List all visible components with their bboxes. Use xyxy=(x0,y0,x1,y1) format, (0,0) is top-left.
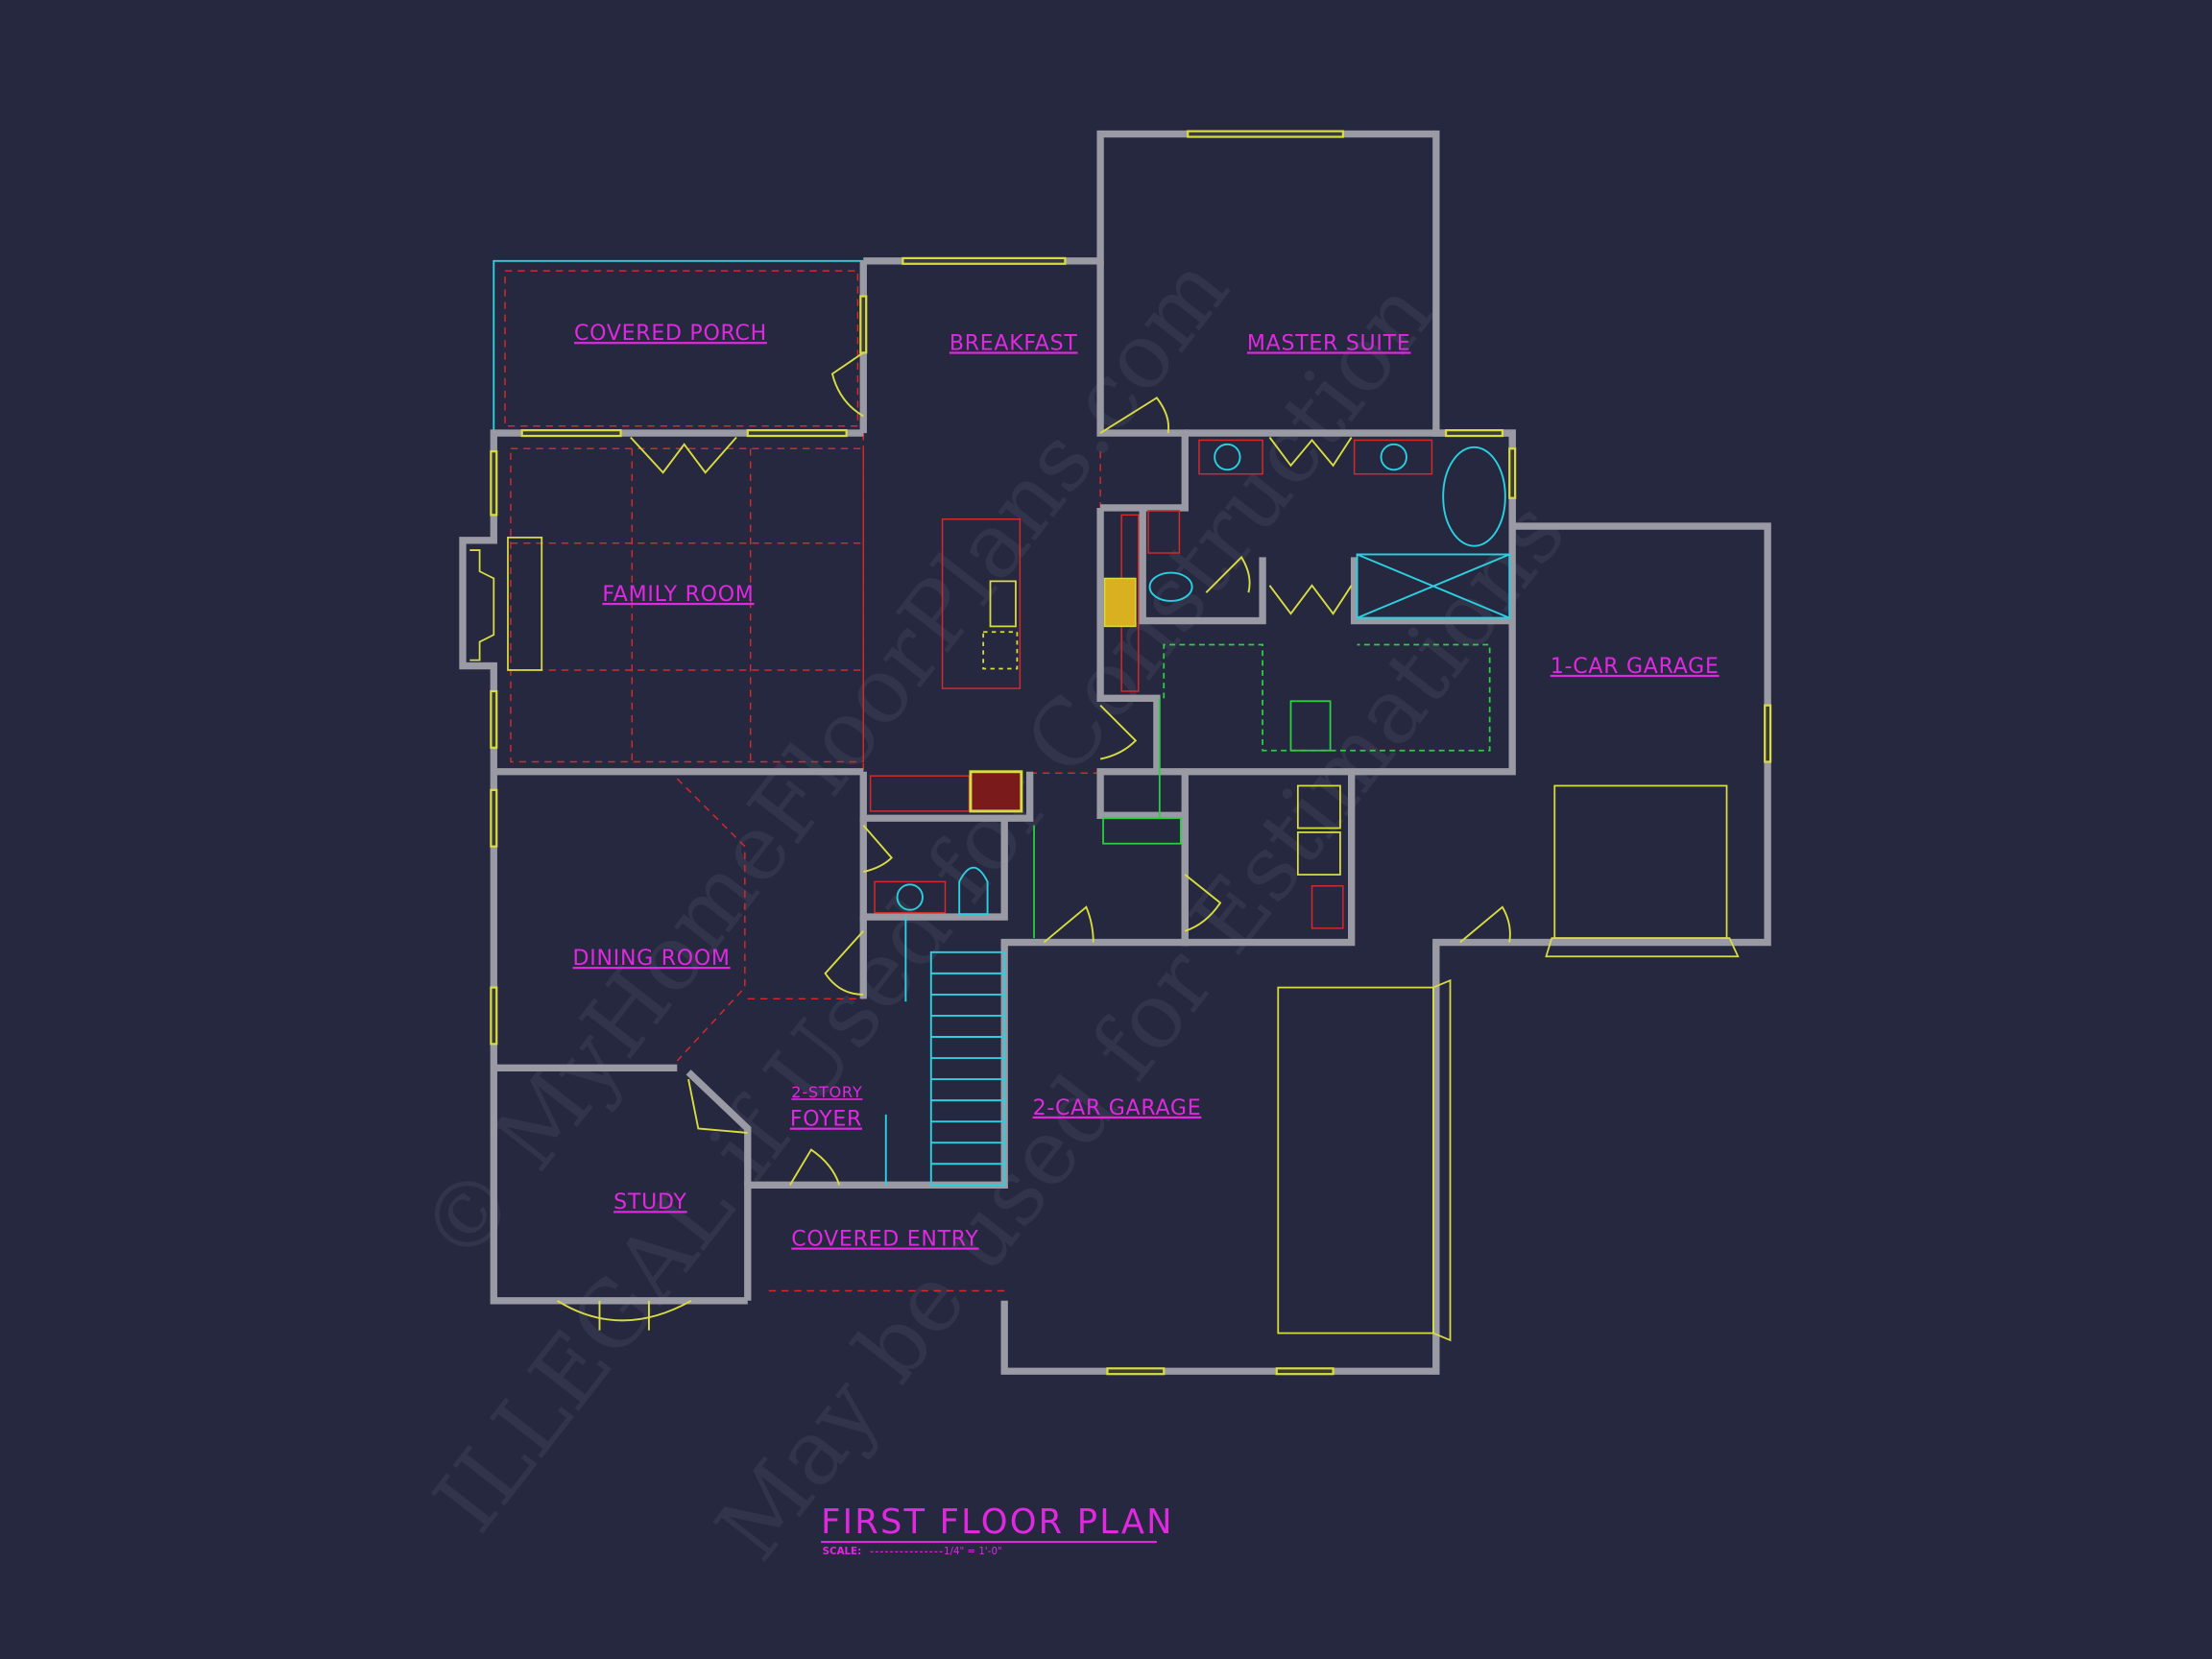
doors xyxy=(630,351,1511,1186)
label-family-room: FAMILY ROOM xyxy=(602,583,754,607)
label-covered-entry: COVERED ENTRY xyxy=(791,1227,978,1251)
staircase xyxy=(884,917,1006,1187)
label-covered-porch: COVERED PORCH xyxy=(574,322,767,346)
ceiling-lines xyxy=(504,268,1101,1292)
label-foyer: FOYER xyxy=(790,1108,862,1132)
walls xyxy=(459,130,1771,1375)
label-dining-room: DINING ROOM xyxy=(573,947,731,971)
plan-title-block: FIRST FLOOR PLAN SCALE: 1/4" = 1'-0" xyxy=(821,1503,1174,1557)
label-2-car-garage: 2-CAR GARAGE xyxy=(1033,1096,1202,1120)
label-1-car-garage: 1-CAR GARAGE xyxy=(1551,655,1719,679)
label-breakfast: BREAKFAST xyxy=(950,331,1078,355)
label-master-suite: MASTER SUITE xyxy=(1247,331,1411,355)
room-labels: COVERED PORCH BREAKFAST MASTER SUITE FAM… xyxy=(573,322,1719,1251)
windows xyxy=(490,130,1772,1376)
scale-value: 1/4" = 1'-0" xyxy=(944,1546,1002,1557)
label-study: STUDY xyxy=(613,1190,686,1214)
scale-label: SCALE: xyxy=(823,1546,862,1557)
watermark: © MyHomeFloorPlans.com ILLEGAL if Used f… xyxy=(400,238,1586,1580)
plan-title: FIRST FLOOR PLAN xyxy=(821,1503,1174,1542)
label-2-story: 2-STORY xyxy=(791,1083,862,1101)
fixtures xyxy=(469,439,1740,1342)
